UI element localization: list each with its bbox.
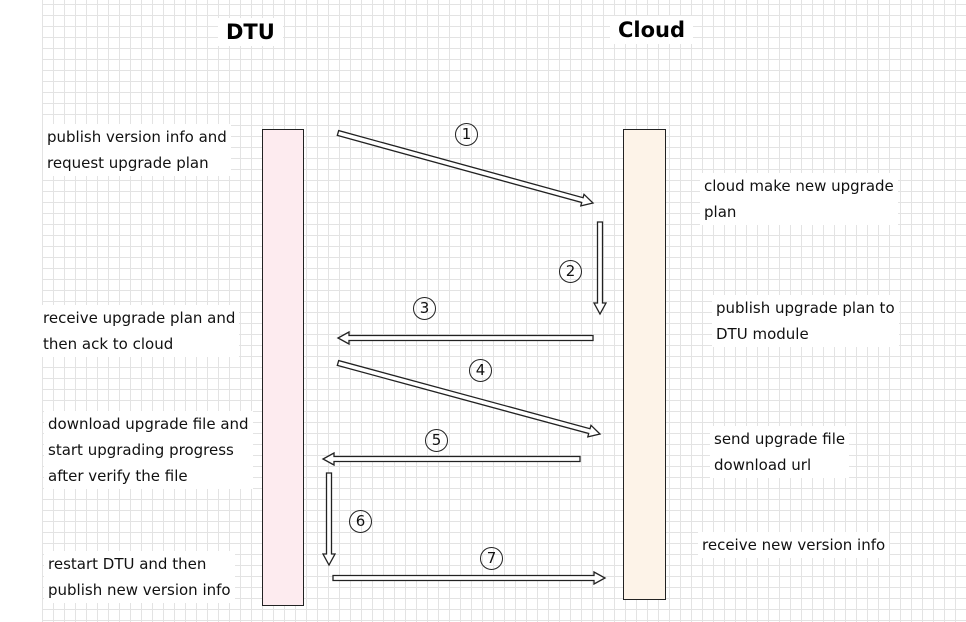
arrow-step-7 (332, 570, 607, 586)
step-number-5: 5 (425, 429, 448, 452)
dtu-note-2: receive upgrade plan and then ack to clo… (39, 305, 240, 357)
cloud-note-4: receive new version info (698, 532, 890, 558)
note-line: receive new version info (702, 536, 886, 554)
step-number-2: 2 (559, 260, 582, 283)
step-number-1: 1 (455, 123, 478, 146)
note-line: start upgrading progress (48, 441, 234, 459)
cloud-note-2: publish upgrade plan to DTU module (712, 295, 899, 347)
note-line: request upgrade plan (47, 154, 209, 172)
arrow-step-4 (336, 359, 602, 438)
note-line: after verify the file (48, 467, 188, 485)
arrow-step-5 (321, 451, 581, 467)
cloud-note-1: cloud make new upgrade plan (700, 173, 898, 225)
note-line: send upgrade file (714, 430, 846, 448)
note-line: then ack to cloud (43, 335, 174, 353)
dtu-title: DTU (218, 18, 283, 46)
note-line: restart DTU and then (48, 555, 207, 573)
note-line: publish upgrade plan to (716, 299, 895, 317)
note-line: publish version info and (47, 128, 227, 146)
note-line: cloud make new upgrade (704, 177, 894, 195)
arrow-step-6 (321, 472, 337, 567)
note-line: publish new version info (48, 581, 231, 599)
dtu-note-1: publish version info and request upgrade… (43, 124, 231, 176)
step-number-7: 7 (480, 547, 503, 570)
dtu-note-4: restart DTU and then publish new version… (44, 551, 235, 603)
note-line: download url (714, 456, 812, 474)
step-number-3: 3 (413, 297, 436, 320)
arrow-step-3 (336, 330, 594, 346)
cloud-title: Cloud (610, 16, 694, 44)
dtu-lifeline (262, 129, 304, 606)
note-line: DTU module (716, 325, 809, 343)
arrow-step-2 (592, 221, 608, 316)
note-line: plan (704, 203, 737, 221)
note-line: download upgrade file and (48, 415, 249, 433)
cloud-lifeline (623, 129, 666, 600)
cloud-note-3: send upgrade file download url (710, 426, 850, 478)
step-number-6: 6 (349, 510, 372, 533)
dtu-note-3: download upgrade file and start upgradin… (44, 411, 253, 489)
arrow-step-1 (336, 129, 595, 207)
note-line: receive upgrade plan and (43, 309, 236, 327)
step-number-4: 4 (469, 359, 492, 382)
